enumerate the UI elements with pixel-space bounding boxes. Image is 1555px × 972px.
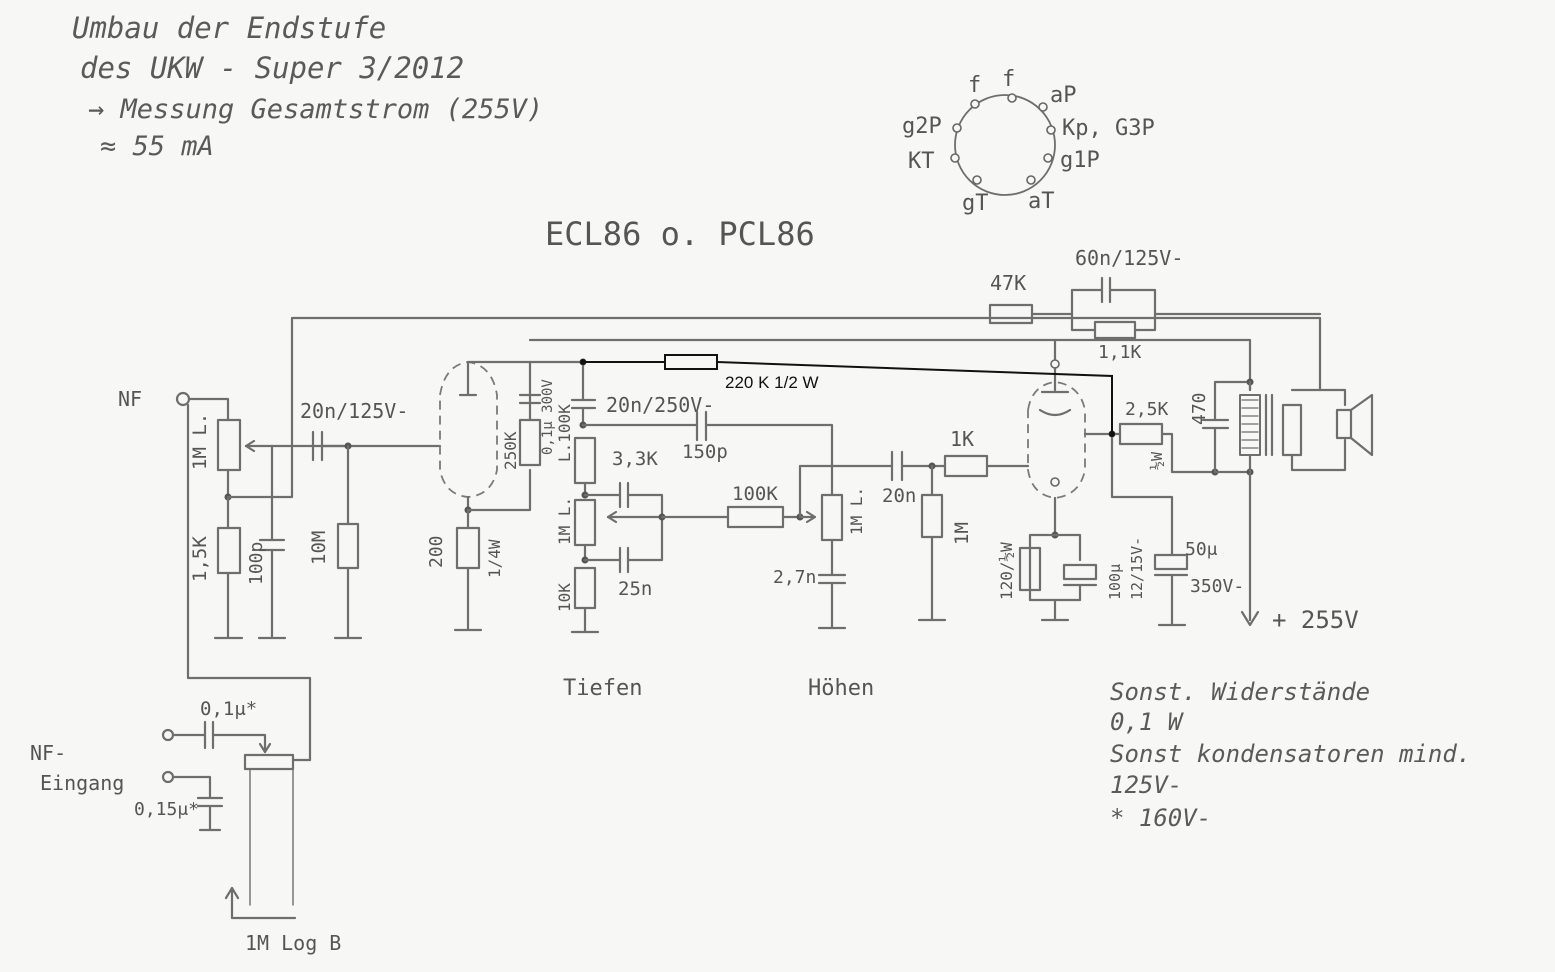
pot-log-label: 1M Log B bbox=[245, 931, 341, 955]
r-10m-label: 10M bbox=[308, 531, 330, 565]
c-0-1u-label: 0,1μ* bbox=[200, 698, 257, 720]
bass-pot-label: 1M L. bbox=[555, 497, 574, 545]
treble-label: Höhen bbox=[808, 676, 874, 701]
c-0-15u-label: 0,15μ* bbox=[134, 799, 199, 820]
r-1m-label: 1M bbox=[951, 522, 973, 545]
c-100u-volt-label: 12/15V- bbox=[1128, 537, 1146, 600]
pin-g2p: g2P bbox=[902, 114, 942, 139]
pin-g1p: g1P bbox=[1060, 148, 1100, 173]
remarks: Sonst. Widerstände 0,1 W Sonst kondensat… bbox=[1110, 678, 1471, 832]
nf-input-label-2: Eingang bbox=[40, 771, 124, 795]
added-220k-resistor: 220 K 1/2 W bbox=[580, 354, 1115, 437]
r-1k-label: 1K bbox=[950, 427, 974, 451]
c-20n-250-label: 20n/250V- bbox=[606, 393, 714, 417]
remark-line-1: Sonst. Widerstände bbox=[1110, 678, 1370, 706]
c-60n-label: 60n/125V- bbox=[1075, 246, 1183, 270]
supply-label: + 255V bbox=[1272, 606, 1359, 634]
r-100k-label: L.100K bbox=[555, 404, 574, 462]
r-10k-label: 10K bbox=[555, 583, 574, 612]
remark-line-4: 125V- bbox=[1110, 771, 1182, 799]
pin-kt: KT bbox=[908, 149, 935, 174]
alternative-input: 0,1μ* 0,15μ* NF- Eingang 1M Log B bbox=[30, 698, 341, 955]
remark-line-5: * 160V- bbox=[1110, 804, 1211, 832]
c-100p-label: 100p bbox=[246, 542, 267, 585]
feedback-network: 47K 60n/125V- 1,1K bbox=[988, 246, 1322, 363]
r-200-label: 200 bbox=[426, 535, 447, 568]
measurement-line-2: ≈ 55 mA bbox=[100, 131, 214, 162]
c-50u-label: 50μ bbox=[1185, 539, 1218, 560]
c-25n-label: 25n bbox=[618, 578, 652, 600]
pin-at: aT bbox=[1028, 189, 1055, 214]
tube-type-label: ECL86 o. PCL86 bbox=[545, 215, 815, 253]
r-250k-label: 250K bbox=[501, 431, 520, 470]
c-150p-label: 150p bbox=[682, 441, 728, 463]
c-50u-volt-label: 350V- bbox=[1190, 576, 1244, 597]
triode-section: 200 1/4W 250K 0,1μ 300V bbox=[426, 360, 585, 632]
input-stage: NF 1M L. 1,5K 100p 20n/125V- 10M bbox=[118, 316, 1322, 762]
r-3-3k-label: 3,3K bbox=[612, 448, 658, 470]
remark-line-3: Sonst kondensatoren mind. bbox=[1110, 740, 1471, 768]
pin-ap: aP bbox=[1050, 83, 1077, 108]
pin-kp: Kp, G3P bbox=[1062, 116, 1155, 141]
nf-input-label: NF bbox=[118, 387, 142, 411]
r-1-1k-label: 1,1K bbox=[1098, 342, 1142, 363]
r-2-5k-watt-label: ½W bbox=[1148, 451, 1166, 470]
r-120-label: 120/½W bbox=[997, 542, 1016, 600]
title-line-1: Umbau der Endstufe bbox=[72, 11, 386, 45]
c-100u-label: 100μ bbox=[1106, 564, 1124, 600]
tone-control: L.100K 20n/250V- 150p 3,3K 1M L. 25n 10K… bbox=[528, 338, 1252, 701]
r-200-watt-label: 1/4W bbox=[485, 539, 504, 578]
nf-input-label-1: NF- bbox=[30, 741, 66, 765]
bass-label: Tiefen bbox=[563, 676, 642, 701]
r-2-5k-label: 2,5K bbox=[1125, 399, 1169, 420]
tube-pinout-diagram: f f aP Kp, G3P g1P aT gT KT g2P bbox=[902, 67, 1155, 216]
treble-pot-label: 1M L. bbox=[847, 487, 866, 535]
c-20n-label: 20n bbox=[882, 485, 916, 507]
c-20n-125-label: 20n/125V- bbox=[300, 399, 408, 423]
title-line-2: des UKW - Super 3/2012 bbox=[80, 51, 464, 85]
pin-gt: gT bbox=[962, 191, 989, 216]
c-0-1u-300-label: 0,1μ 300V bbox=[540, 379, 556, 455]
output-stage: 20n 1K 1M 120/½W 100μ 12/15V- 2,5K ½W 47… bbox=[882, 338, 1374, 634]
r-47k-label: 47K bbox=[990, 271, 1026, 295]
vol-pot-label: 1M L. bbox=[189, 413, 211, 470]
c-2-7n-label: 2,7n bbox=[773, 567, 816, 588]
pin-f2: f bbox=[1002, 67, 1015, 92]
r-100k-b-label: 100K bbox=[732, 483, 778, 505]
r-1-5k-label: 1,5K bbox=[189, 536, 211, 582]
measurement-line-1: → Messung Gesamtstrom (255V) bbox=[88, 94, 543, 125]
remark-line-2: 0,1 W bbox=[1110, 708, 1185, 736]
pin-f1: f bbox=[968, 73, 981, 98]
r-220k-label: 220 K 1/2 W bbox=[725, 373, 819, 392]
c-470-label: 470 bbox=[1189, 392, 1210, 425]
